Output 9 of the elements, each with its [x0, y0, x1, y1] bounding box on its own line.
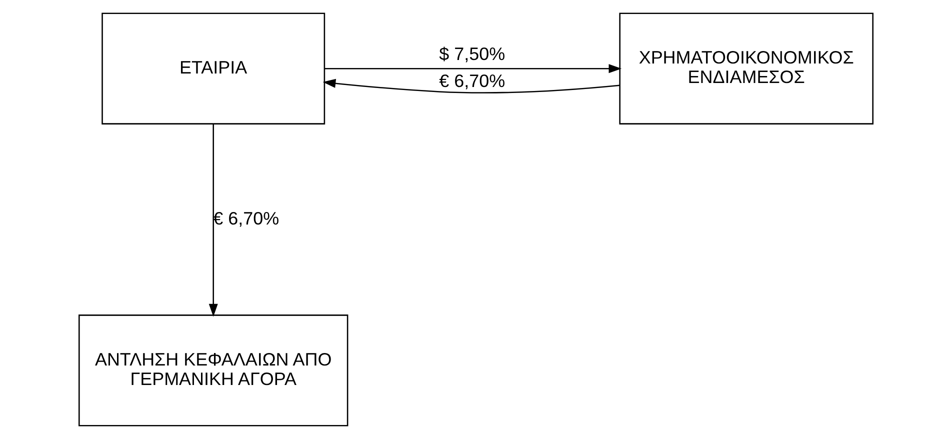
edge-label: $ 7,50%	[438, 44, 505, 64]
arrow	[324, 64, 622, 74]
arrow	[208, 124, 218, 317]
edge-label: € 6,70%	[212, 208, 279, 228]
arrow	[322, 78, 620, 94]
node-box: ΧΡΗΜΑΤΟΟΙΚΟΝΟΜΙΚΟΣ ΕΝΔΙΑΜΕΣΟΣ	[618, 12, 873, 124]
node-box: ΑΝΤΛΗΣΗ ΚΕΦΑΛΑΙΩΝ ΑΠΟ ΓΕΡΜΑΝΙΚΗ ΑΓΟΡΑ	[78, 314, 348, 426]
edge-label: € 6,70%	[438, 70, 505, 91]
node-box: ΕΤΑΙΡΙΑ	[101, 12, 325, 124]
